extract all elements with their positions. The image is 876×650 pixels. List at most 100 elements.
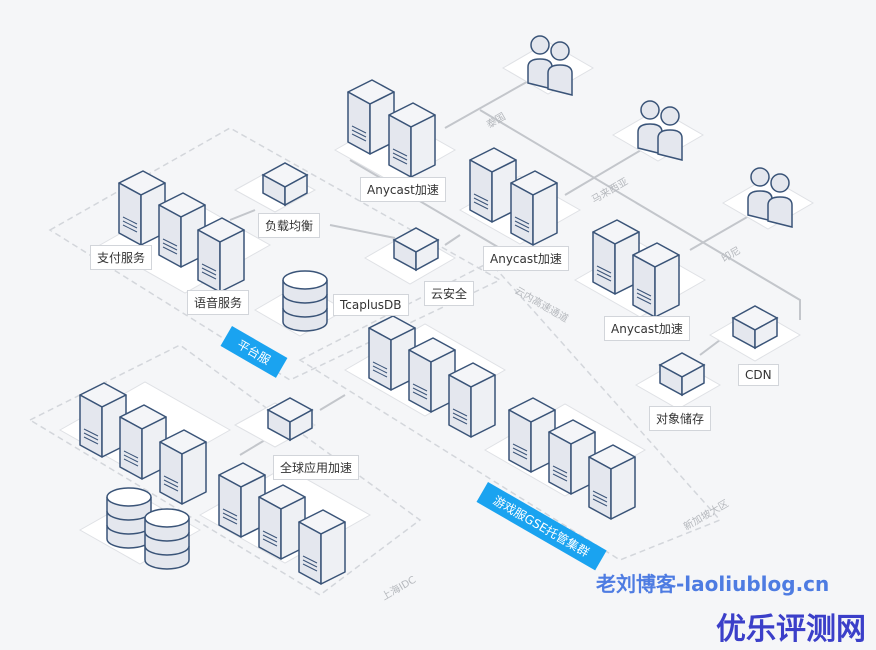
database-icon [106, 487, 152, 549]
server-icon [510, 170, 558, 246]
user-body [527, 58, 553, 90]
database-icon [144, 508, 190, 570]
server-vent [514, 224, 530, 233]
server-icon [632, 242, 680, 318]
server-icon [592, 219, 640, 295]
server-side [470, 374, 496, 438]
server-side [532, 182, 558, 246]
db-top [106, 487, 152, 507]
server-icon [118, 170, 166, 246]
users-icon [637, 100, 683, 161]
server-vent [412, 383, 428, 392]
cloud-security-icon-side [415, 238, 439, 272]
user-head [660, 106, 680, 126]
link-lb-pay [229, 209, 256, 221]
server-vent [163, 475, 179, 484]
server-icon [469, 147, 517, 223]
load-balancer-icon [261, 162, 309, 207]
label-cloud-security: 云安全 [424, 281, 475, 306]
label-load-balancer: 负载均衡 [258, 213, 321, 238]
db-top [282, 270, 328, 290]
server-vent [201, 263, 217, 272]
server-icon [119, 404, 167, 480]
server-vent [596, 273, 612, 282]
server-vent [201, 271, 217, 280]
server-vent [473, 193, 489, 202]
server-vent [552, 465, 568, 474]
server-side [219, 229, 245, 293]
link-security-lb [329, 224, 396, 239]
server-vent [636, 296, 652, 305]
watermark-site: 优乐评测网 [716, 612, 866, 647]
server-vent [392, 148, 408, 157]
server-vent [83, 428, 99, 437]
user-head [640, 100, 660, 120]
server-icon [258, 484, 306, 560]
link-game-accel [319, 394, 346, 411]
label-anycast-malaysia: Anycast加速 [483, 246, 569, 271]
server-vent [452, 408, 468, 417]
load-balancer-icon-side [284, 173, 308, 207]
server-vent [222, 512, 238, 521]
server-vent [596, 269, 612, 278]
server-vent [592, 498, 608, 507]
server-icon [448, 362, 496, 438]
server-icon [298, 509, 346, 585]
server-icon [218, 462, 266, 538]
user-body [747, 190, 773, 222]
zone-shanghai-boundary [28, 344, 422, 596]
server-vent [123, 450, 139, 459]
server-vent [512, 443, 528, 452]
label-payment: 支付服务 [90, 245, 153, 270]
server-icon [408, 337, 456, 413]
server-vent [351, 125, 367, 134]
server-vent [262, 530, 278, 539]
user-head [530, 35, 550, 55]
user-body [767, 196, 793, 228]
users-icon [747, 167, 793, 228]
cdn-icon-side [754, 316, 778, 350]
server-vent [512, 447, 528, 456]
server-vent [302, 555, 318, 564]
server-side [181, 441, 207, 505]
zone-platform-boundary [48, 127, 502, 381]
user-head [750, 167, 770, 187]
server-vent [592, 494, 608, 503]
server-vent [201, 267, 217, 276]
label-anycast-indonesia: Anycast加速 [604, 316, 690, 341]
cdn-icon [731, 305, 779, 350]
server-vent [636, 292, 652, 301]
server-icon [197, 217, 245, 293]
watermark-blog: 老刘博客-laoliublog.cn [596, 572, 830, 596]
link-cloud-channel [349, 159, 521, 261]
user-head [550, 41, 570, 61]
server-vent [372, 361, 388, 370]
server-vent [514, 216, 530, 225]
server-vent [636, 288, 652, 297]
label-global-acceleration: 全球应用加速 [273, 455, 360, 480]
server-vent [372, 369, 388, 378]
server-icon [548, 419, 596, 495]
server-vent [122, 216, 138, 225]
server-vent [222, 508, 238, 517]
server-icon [79, 382, 127, 458]
server-vent [351, 129, 367, 138]
server-vent [473, 197, 489, 206]
object-storage-icon [658, 352, 706, 397]
user-head [770, 173, 790, 193]
server-vent [412, 387, 428, 396]
server-vent [552, 473, 568, 482]
cloud-security-icon [392, 227, 440, 272]
server-vent [552, 469, 568, 478]
server-icon [388, 102, 436, 178]
server-vent [302, 563, 318, 572]
server-vent [512, 451, 528, 460]
db-top [144, 508, 190, 528]
server-icon [508, 397, 556, 473]
server-vent [262, 534, 278, 543]
server-vent [122, 224, 138, 233]
server-side [654, 254, 680, 318]
server-side [320, 521, 346, 585]
user-body [547, 64, 573, 96]
